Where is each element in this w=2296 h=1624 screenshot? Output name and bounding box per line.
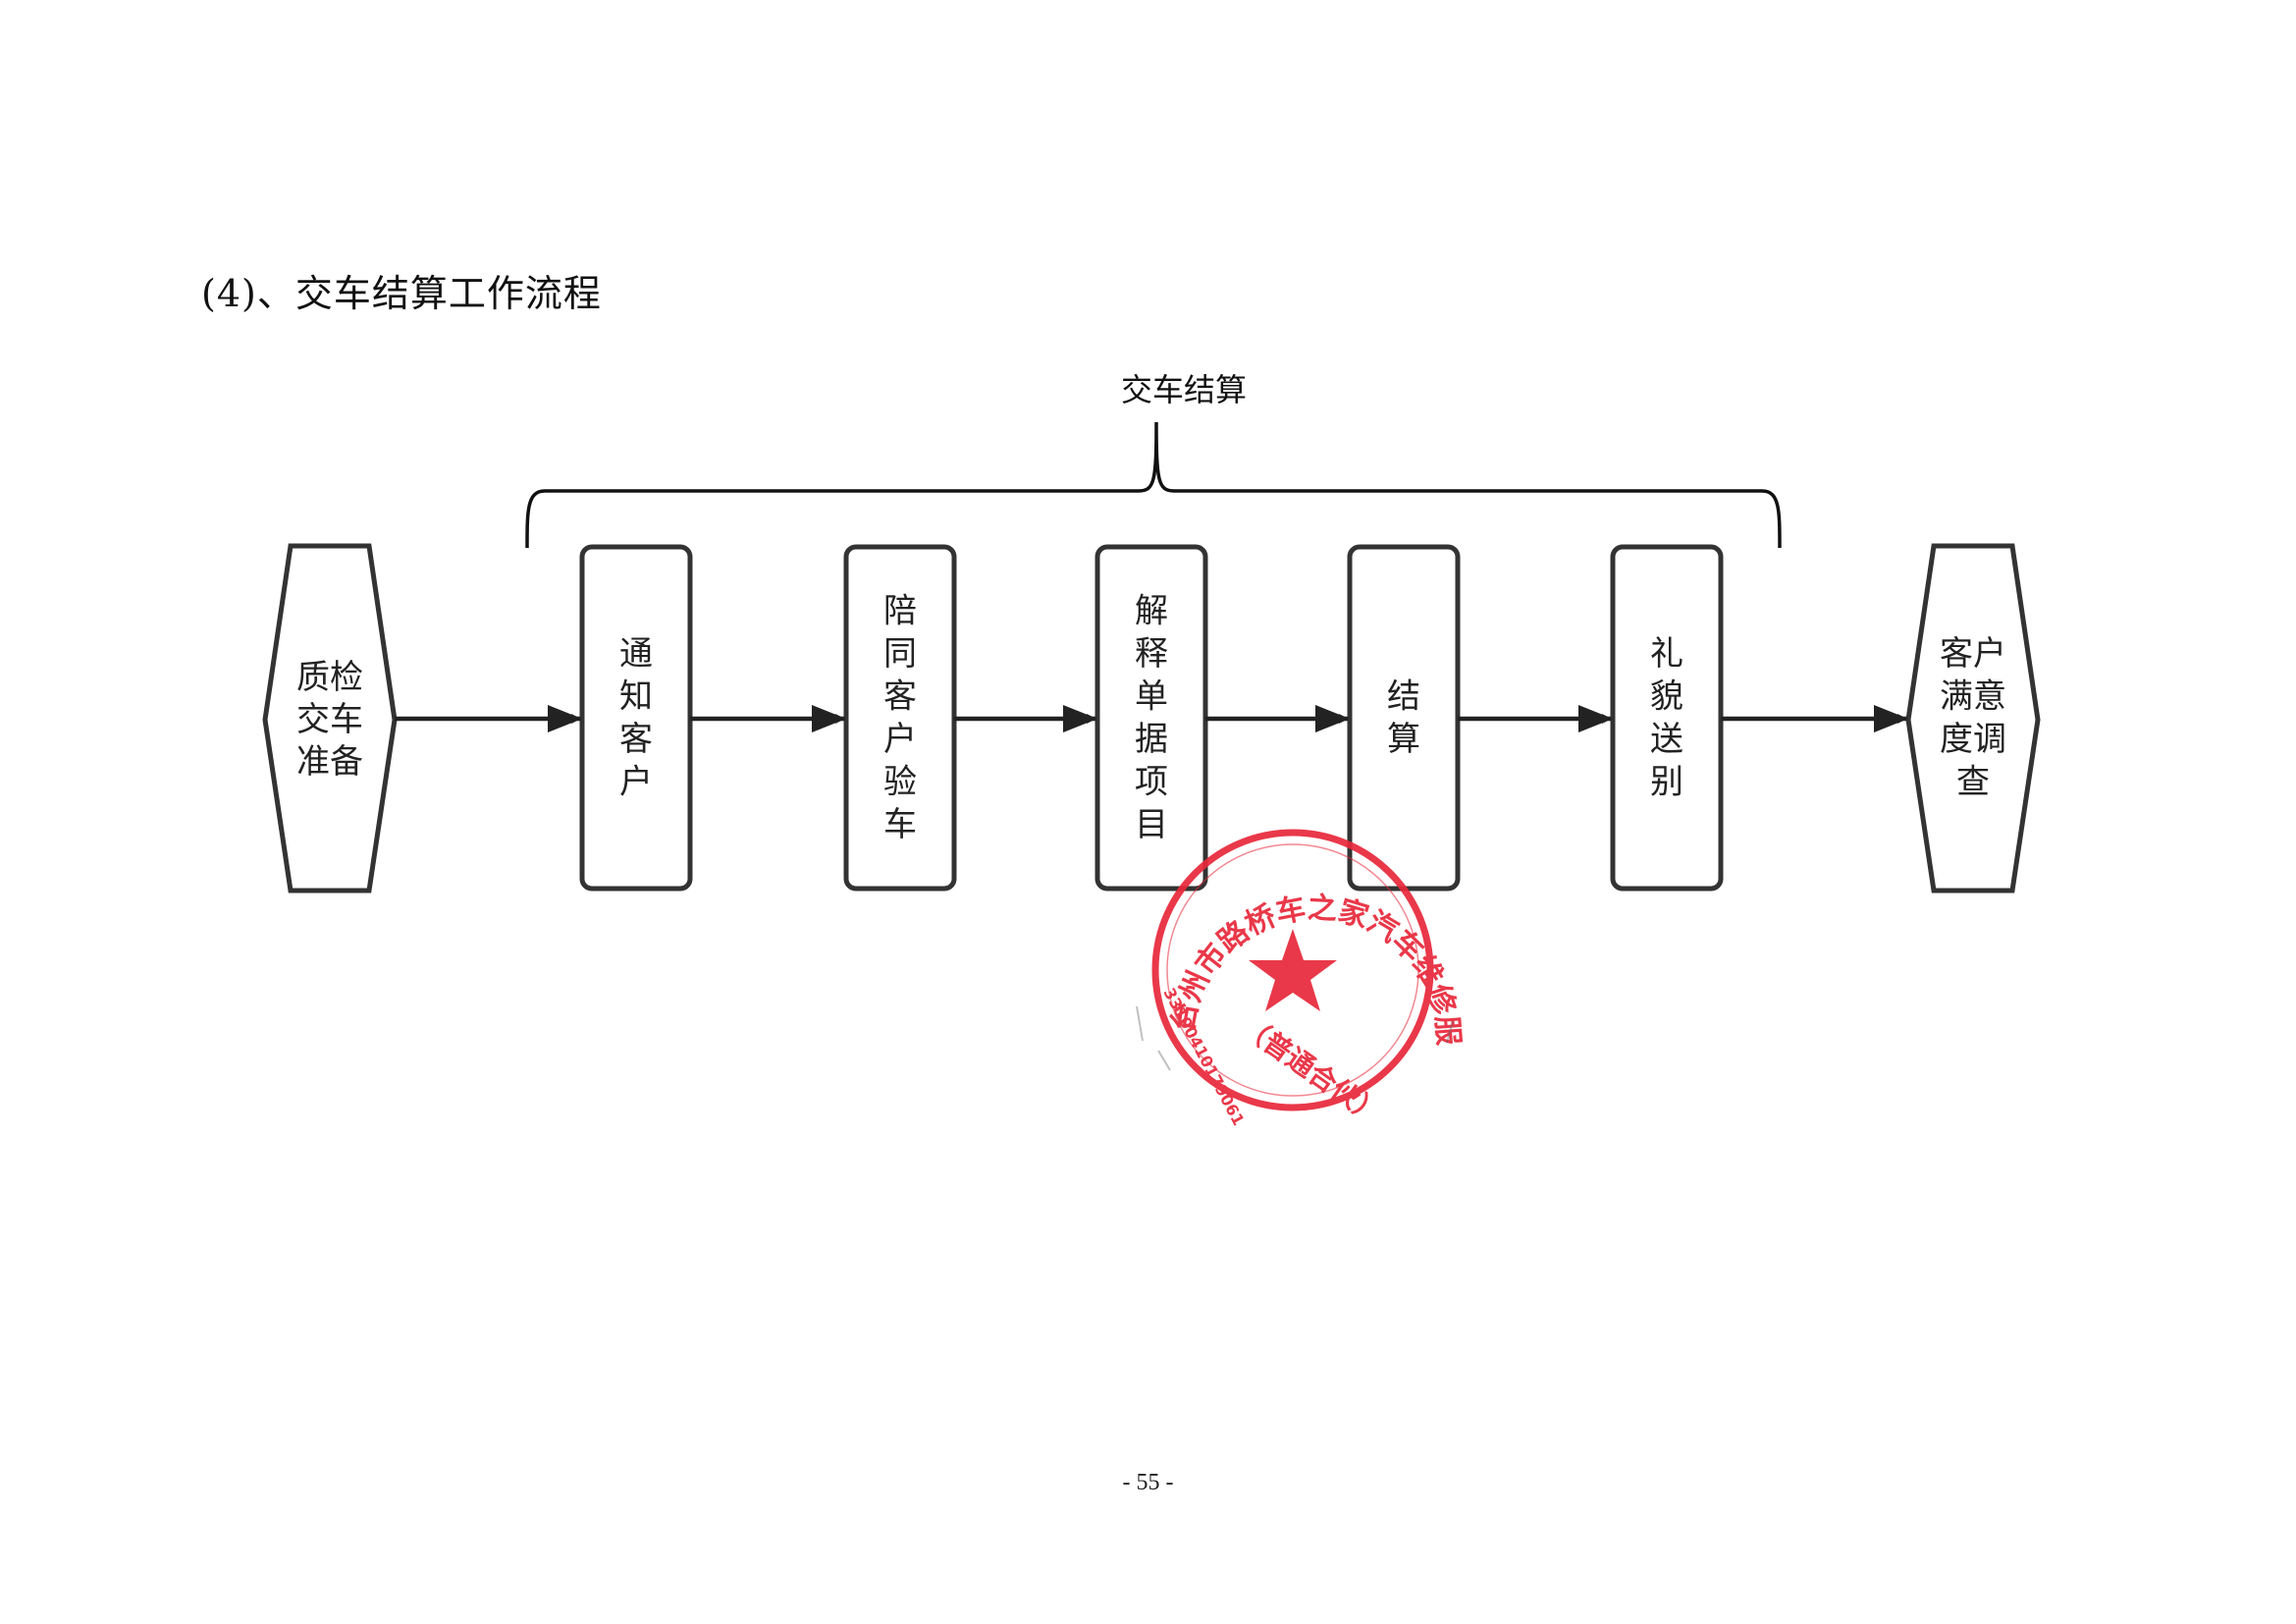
node-notify	[579, 544, 693, 892]
node-survey	[1905, 543, 2041, 893]
section-heading: (4)、交车结算工作流程	[201, 272, 602, 315]
node-start-line-1: 质检	[296, 658, 363, 697]
arrowhead-1	[548, 705, 582, 732]
node-notify-char: 客	[619, 720, 653, 759]
company-seal: 台州市路桥车之家汽车维修服务中心 （普通合伙） 33100410179061	[0, 0, 1466, 1131]
node-accompany-char: 客	[883, 677, 917, 716]
brace-label: 交车结算	[1121, 371, 1247, 408]
arrowhead-6	[1874, 705, 1908, 732]
seal-name-text: 台州市路桥车之家汽车维修服务中心	[0, 0, 1466, 1048]
page-number: - 55 -	[1122, 1470, 1174, 1495]
node-survey-line: 满意	[1940, 677, 2006, 716]
node-start-line-2: 交车	[296, 700, 363, 739]
node-farewell-char: 貌	[1650, 677, 1683, 716]
node-start: 质检 交车 准备	[262, 543, 398, 893]
node-notify-char: 户	[619, 762, 653, 801]
node-notify-char: 通	[619, 634, 653, 674]
node-notify-char: 知	[619, 677, 653, 716]
node-accompany-char: 陪	[883, 591, 917, 630]
node-farewell-char: 送	[1650, 720, 1683, 759]
node-explain-char: 据	[1135, 720, 1168, 759]
node-explain-char: 单	[1135, 677, 1168, 716]
group-brace	[525, 421, 1782, 549]
node-accompany-char: 同	[883, 634, 917, 674]
node-explain-char: 解	[1135, 591, 1168, 630]
node-survey-line: 客户	[1940, 634, 2006, 674]
node-survey-line: 度调	[1940, 720, 2006, 759]
node-start-line-3: 准备	[296, 742, 363, 782]
node-accompany-char: 户	[883, 720, 917, 759]
seal-type: （普通合伙）	[1235, 1010, 1389, 1131]
node-farewell-char: 礼	[1650, 634, 1683, 674]
node-settle-char: 结	[1387, 677, 1420, 716]
node-settle-char: 算	[1387, 720, 1420, 759]
node-accompany-char: 车	[883, 805, 917, 844]
node-accompany-char: 验	[883, 762, 917, 801]
node-settle	[1347, 544, 1461, 892]
node-explain-char: 目	[1135, 805, 1168, 844]
node-farewell	[1610, 544, 1724, 892]
seal-star-icon	[1249, 929, 1337, 1011]
node-explain-char: 项	[1135, 762, 1168, 801]
arrowhead-5	[1578, 705, 1613, 732]
node-survey-line: 查	[1956, 762, 1990, 801]
arrowhead-2	[812, 705, 846, 732]
arrowhead-3	[1063, 705, 1097, 732]
node-farewell-char: 别	[1650, 762, 1683, 801]
node-explain-char: 释	[1135, 634, 1168, 674]
arrowhead-4	[1315, 705, 1350, 732]
seal-name: 台州市路桥车之家汽车维修服务中心	[0, 0, 1466, 1048]
